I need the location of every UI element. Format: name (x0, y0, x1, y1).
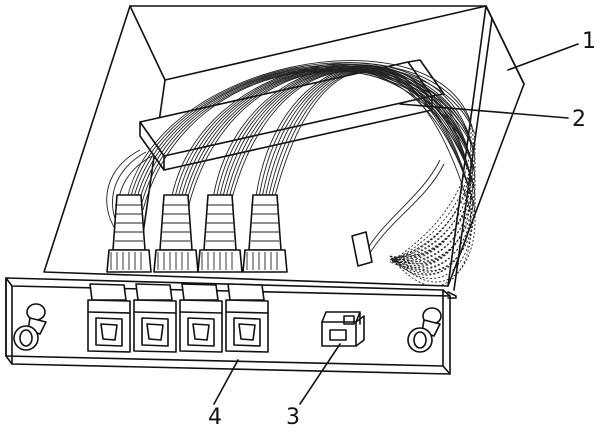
fiber-strand (130, 64, 475, 211)
small-adapter (321, 311, 365, 347)
fiber-strand (223, 69, 473, 207)
connector-boots (106, 194, 288, 273)
connector-boot (106, 194, 152, 273)
fiber-strand (175, 65, 475, 209)
mpo-port (133, 283, 177, 353)
fiber-strand (211, 64, 471, 207)
fiber-bundle (124, 60, 476, 287)
fiber-strand (272, 70, 471, 211)
label-3: 3 (286, 405, 300, 430)
connector-boot (153, 194, 199, 273)
fiber-strand (214, 65, 473, 207)
fiber-strand-tail (393, 203, 476, 283)
label-1: 1 (582, 29, 596, 54)
fiber-strand-tail (391, 197, 474, 279)
fiber-strand (169, 62, 471, 209)
fiber-strand-tail (393, 167, 476, 265)
fiber-strand (254, 65, 471, 205)
label-2: 2 (572, 107, 586, 132)
fiber-strand-tail (393, 185, 476, 273)
label-4: 4 (208, 405, 222, 430)
fiber-strand (269, 70, 475, 205)
connector-boot (242, 194, 288, 273)
connector-boot (197, 194, 243, 273)
leader-lines (213, 43, 579, 405)
fiber-strand-tail (393, 149, 476, 261)
mpo-port (225, 283, 269, 353)
fiber-to-adapter (351, 159, 445, 267)
fiber-strand (260, 67, 475, 205)
fiber-strand (220, 68, 471, 207)
fiber-strand (133, 65, 471, 211)
fiber-strand (266, 69, 473, 205)
right-panel-screw (407, 307, 442, 353)
fiber-strand (263, 68, 471, 205)
fiber-strand (172, 64, 473, 209)
mpo-port (87, 283, 131, 353)
fiber-strand-tail (389, 209, 472, 287)
fiber-strand (257, 66, 473, 205)
mpo-adapter-ports (87, 283, 269, 353)
fiber-strand (217, 66, 475, 207)
left-panel-screw (13, 303, 47, 351)
mpo-port (179, 283, 223, 353)
